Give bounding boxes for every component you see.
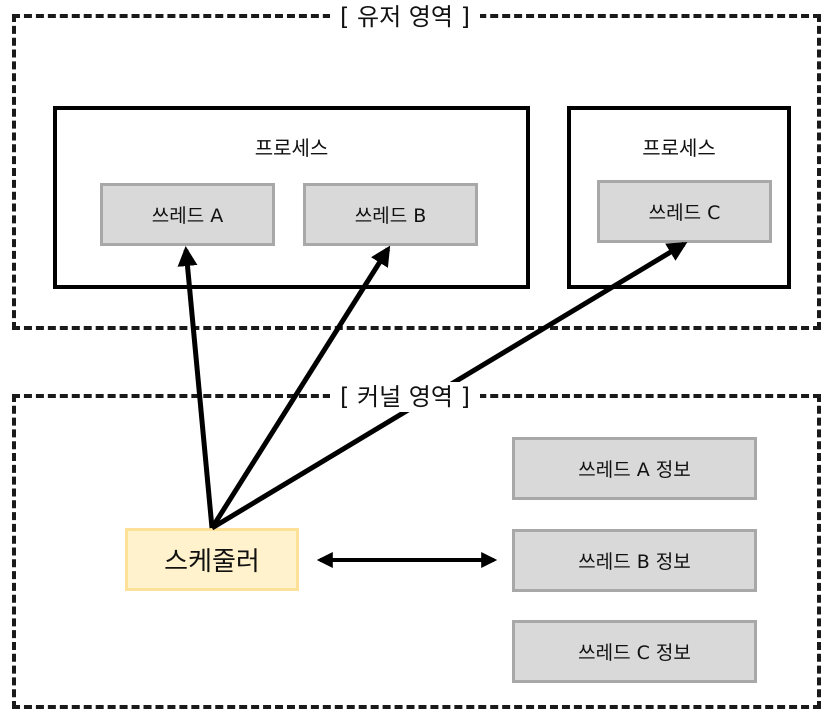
process-2-label: 프로세스 xyxy=(642,136,716,160)
thread-c: 쓰레드 C xyxy=(597,180,772,243)
process-1-label: 프로세스 xyxy=(254,136,329,160)
arrow-to-thread-b xyxy=(209,245,391,530)
user-area-title: [ 유저 영역 ] xyxy=(330,2,480,32)
thread-b-info: 쓰레드 B 정보 xyxy=(512,529,757,592)
kernel-area-title-overlay: [ 커널 영역 ] xyxy=(330,382,480,412)
thread-a: 쓰레드 A xyxy=(100,183,275,246)
scheduler: 스케줄러 xyxy=(125,528,299,591)
thread-c-info: 쓰레드 C 정보 xyxy=(512,620,757,683)
thread-a-info: 쓰레드 A 정보 xyxy=(512,437,757,500)
thread-b: 쓰레드 B xyxy=(303,183,478,246)
arrow-to-thread-a xyxy=(177,246,215,529)
